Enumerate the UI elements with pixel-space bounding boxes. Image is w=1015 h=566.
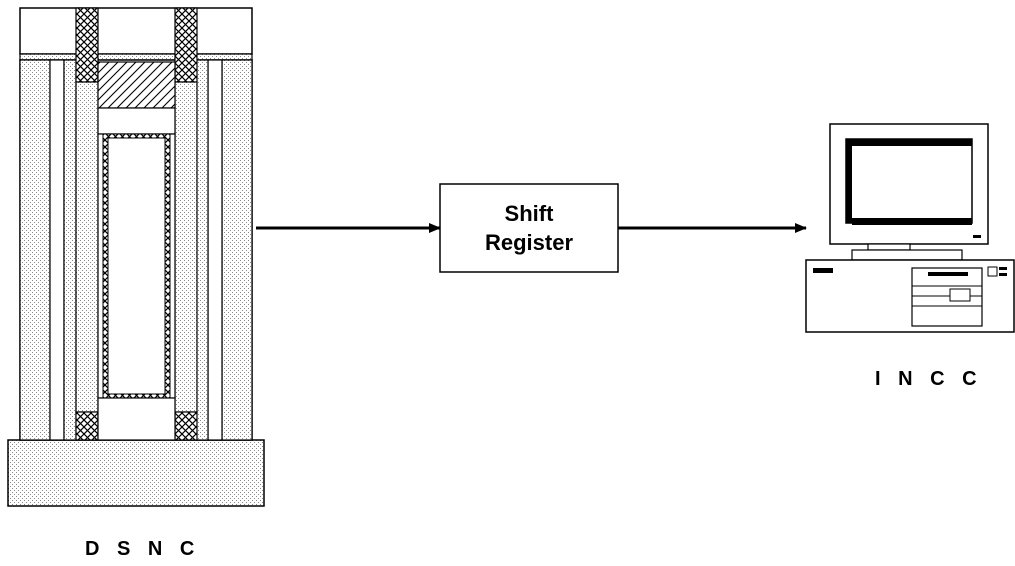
incc-label: I N C C	[875, 368, 983, 390]
bottom-spacer	[97, 397, 176, 441]
monitor-screen	[845, 138, 973, 224]
left-stipple-column	[75, 81, 99, 413]
right-inner-wall	[195, 59, 209, 441]
right-stipple-column	[174, 81, 198, 413]
detector-top-cap	[19, 7, 253, 55]
drive-button	[949, 288, 971, 302]
left-inner-wall	[63, 59, 77, 441]
dsnc-detector	[7, 7, 265, 507]
sample-container-inner	[107, 137, 166, 395]
shift-register-label: Shift Register	[440, 199, 618, 257]
right-tube-gap	[207, 59, 223, 441]
disk-slot	[813, 268, 833, 273]
panel-square	[987, 266, 998, 277]
shift-register-line1: Shift	[504, 201, 554, 226]
top-plug	[97, 61, 176, 109]
dsnc-label: D S N C	[85, 538, 201, 560]
left-hatched-column	[75, 7, 99, 83]
left-hatched-foot	[75, 411, 99, 441]
plug-spacer	[97, 107, 176, 135]
computer-icon	[805, 123, 1015, 333]
right-outer-wall	[221, 59, 253, 441]
shift-register-box	[439, 183, 619, 273]
shift-register-line2: Register	[484, 230, 574, 255]
right-hatched-column	[174, 7, 198, 83]
system-unit	[805, 259, 1015, 333]
screen-bottom-bezel	[852, 218, 972, 225]
left-tube-gap	[49, 59, 65, 441]
detector-top-band	[19, 53, 253, 61]
right-hatched-foot	[174, 411, 198, 441]
left-outer-wall	[19, 59, 51, 441]
power-led	[973, 235, 981, 238]
drive-slot	[928, 272, 968, 276]
monitor-stand	[867, 243, 911, 251]
drive-bay	[911, 267, 983, 327]
detector-base	[7, 439, 265, 507]
monitor-base	[851, 249, 963, 261]
